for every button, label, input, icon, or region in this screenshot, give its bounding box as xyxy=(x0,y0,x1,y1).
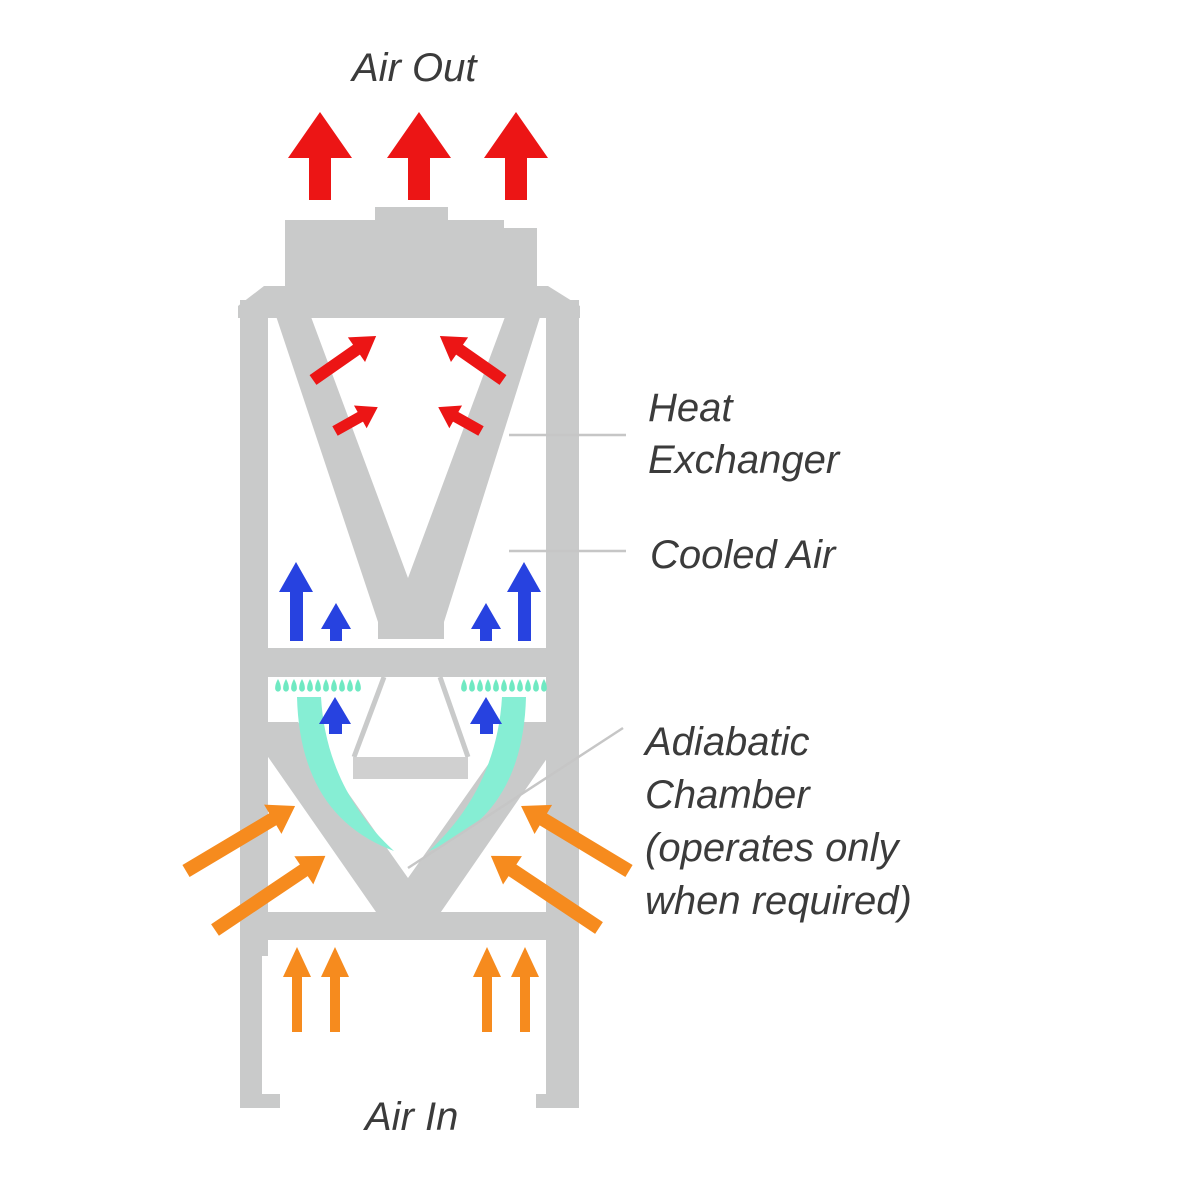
water-distributor-left-edge xyxy=(351,676,387,758)
cooled-air-arrow-small-left xyxy=(321,603,351,641)
adiabatic-air-arrow-right xyxy=(470,697,502,734)
adiabatic-chamber-leader-line xyxy=(407,726,624,870)
adiabatic-label-line1: Adiabatic xyxy=(645,720,810,764)
tower-left-column xyxy=(240,300,268,956)
tower-top-beam xyxy=(238,286,580,318)
fan-housing xyxy=(285,220,504,286)
adiabatic-chamber-label: Adiabatic Chamber (operates only when re… xyxy=(645,716,912,928)
heat-arrow-lower-left xyxy=(332,405,378,436)
adiabatic-v-walls xyxy=(266,722,550,922)
spray-droplets-left xyxy=(275,679,361,692)
heat-arrow-upper-right xyxy=(439,335,507,385)
mid-deck-beam xyxy=(240,648,579,677)
inlet-arrow-upper-right xyxy=(521,804,633,877)
inlet-arrow-upper-left xyxy=(182,804,296,878)
inlet-arrow-lower-left xyxy=(211,855,326,936)
water-collection-basin xyxy=(353,757,468,779)
right-foot xyxy=(536,1094,579,1108)
tower-right-column xyxy=(546,300,579,1108)
leader-lines xyxy=(407,433,626,870)
air-out-label: Air Out xyxy=(352,46,477,90)
fan-discharge-collar xyxy=(375,207,448,222)
air-in-label: Air In xyxy=(365,1095,459,1139)
lower-deck-beam xyxy=(240,912,579,940)
heat-arrow-lower-right xyxy=(438,405,484,436)
spray-droplets-right xyxy=(461,679,547,692)
heat-exchanger-label: Heat Exchanger xyxy=(648,382,839,486)
left-foot xyxy=(240,1094,280,1108)
fan-housing-step xyxy=(503,228,537,286)
spray-droplets xyxy=(275,679,547,692)
water-mist-left xyxy=(297,697,394,851)
air-in-arrows xyxy=(182,804,633,1032)
adiabatic-air-arrow-left xyxy=(319,697,351,734)
heat-exchanger-coil-v xyxy=(270,298,546,639)
air-in-arrow-3 xyxy=(473,947,501,1032)
water-mist xyxy=(297,697,526,851)
cooled-air-label: Cooled Air xyxy=(650,533,836,577)
air-in-arrow-4 xyxy=(511,947,539,1032)
adiabatic-label-line3: (operates only xyxy=(645,826,899,870)
air-out-arrow-1 xyxy=(288,112,352,200)
cooled-air-arrows xyxy=(279,562,541,734)
cooled-air-arrow-large-left xyxy=(279,562,313,641)
heat-exchanger-label-line2: Exchanger xyxy=(648,438,840,482)
air-out-arrow-3 xyxy=(484,112,548,200)
water-distributor-right-edge xyxy=(437,676,471,758)
water-mist-right xyxy=(429,697,526,851)
cooled-air-arrow-large-right xyxy=(507,562,541,641)
cooled-air-arrow-small-right xyxy=(471,603,501,641)
inlet-arrow-lower-right xyxy=(490,855,603,934)
hot-air-arrows xyxy=(288,112,548,436)
water-distributor xyxy=(351,676,471,779)
heat-arrow-upper-left xyxy=(309,335,377,385)
adiabatic-label-line2: Chamber xyxy=(645,773,810,817)
heat-exchanger-label-line1: Heat xyxy=(648,386,733,430)
air-in-arrow-1 xyxy=(283,947,311,1032)
air-out-arrow-2 xyxy=(387,112,451,200)
air-in-arrow-2 xyxy=(321,947,349,1032)
left-leg xyxy=(240,938,262,1108)
adiabatic-label-line4: when required) xyxy=(645,879,912,923)
